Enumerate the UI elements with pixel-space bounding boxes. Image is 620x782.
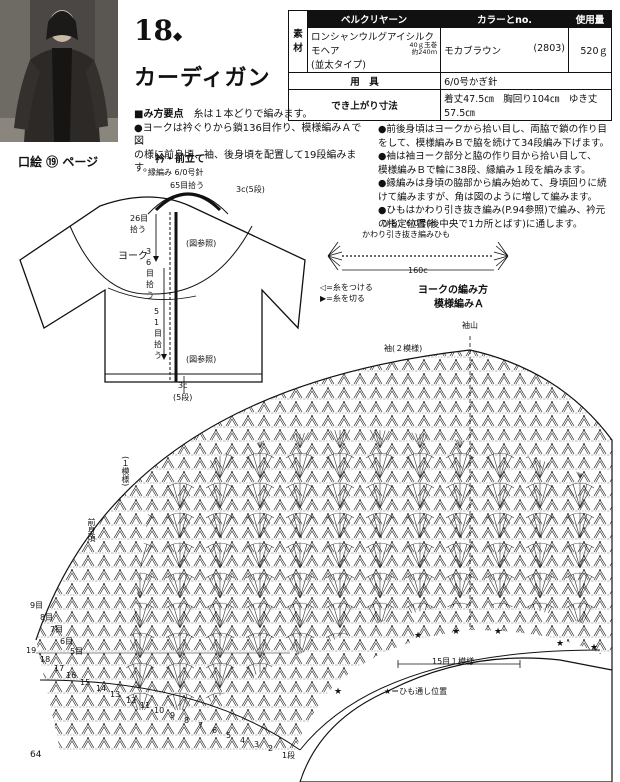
row-number-4: 4	[240, 736, 246, 745]
model-photo	[0, 0, 118, 142]
row-number-17: 17	[54, 664, 65, 673]
row-number-9: 9	[170, 711, 176, 720]
row-number-12: 12	[126, 696, 137, 705]
schematic-see-figure-2: (図参照)	[186, 355, 217, 364]
page-number: 64	[30, 750, 42, 760]
pattern-number: 18◆	[134, 14, 183, 47]
pattern-title: カーディガン	[134, 66, 271, 91]
yarn-name-2: (並太タイプ)	[311, 60, 366, 71]
material-label-2: 材	[293, 42, 303, 54]
tools-label: 用 具	[287, 72, 442, 90]
chart-subtitle: 模様編みＡ	[434, 299, 484, 310]
notes-right-line-8: の指定位置(後中央で1カ所とばす)に通します。	[378, 218, 583, 230]
notes-right-line-3: ●袖は袖ヨーク部分と脇の作り目から拾い目して、	[378, 151, 597, 162]
svg-text:★: ★	[414, 631, 422, 641]
chart-repeat-note: 15目１模様	[432, 657, 475, 666]
diamond-icon: ◆	[172, 29, 183, 43]
row-number-19: 19	[26, 646, 37, 655]
row-number-8: 8	[184, 716, 190, 725]
yarn-name-1: ロンシャンウルグアイシルクモヘア	[311, 32, 435, 57]
cord-legend-cut: ▶=糸を切る	[320, 294, 365, 303]
schematic-bottom-rows: (5段)	[173, 393, 193, 402]
chart-sleeve-label: 袖(２模様)	[384, 344, 423, 353]
row-number-3: 3	[254, 740, 260, 749]
notes-right: ●前後身頃はヨークから拾い目し、両脇で鎖の作り目 をして、模様編みＢで脇を続けて…	[378, 123, 614, 231]
notes-line-2: ●ヨークは衿ぐりから鎖136目作り、模様編みＡで図	[134, 122, 362, 148]
color-header: カラーとno.	[440, 10, 569, 28]
schematic-bottom-width: 3c	[178, 381, 188, 390]
spec-table: 素 材 ベルクリヤーン カラーとno. 使用量 ロンシャンウルグアイシルクモヘア…	[287, 10, 612, 121]
row-number-11: 11	[140, 701, 151, 710]
notes-right-line-2: をして、模様編みＢで脇を続けて34段編み下げます。	[378, 137, 610, 149]
color-cell: モカブラウン (2803)	[440, 27, 569, 73]
material-label-1: 素	[293, 28, 303, 40]
tools-value: 6/0号かぎ針	[440, 72, 612, 90]
cord-subtitle: かわり引き抜き編みひも	[362, 230, 450, 239]
schematic-yoke-label: ヨーク	[118, 251, 148, 262]
size-value: 着丈47.5㎝ 胸回り104㎝ ゆき丈57.5㎝	[440, 89, 612, 121]
notes-left: ■み方要点 糸は１本どりで編みます。 ●ヨークは衿ぐりから鎖136目作り、模様編…	[134, 108, 364, 176]
schematic-front-pick-36: 36目拾う	[146, 247, 154, 300]
yarn-header: ベルクリヤーン	[306, 10, 442, 28]
chart-title: ヨークの編み方	[418, 285, 488, 296]
svg-text:★: ★	[556, 639, 564, 649]
schematic-front-pick-51: 51目拾う	[154, 307, 162, 360]
garment-schematic	[19, 192, 306, 394]
notes-line-3: の様に前身頃、袖、後身頃を配置して19段編みます。	[134, 149, 357, 175]
schematic-neck-pick-a: 26目	[130, 214, 149, 223]
row-number-14: 14	[96, 684, 107, 693]
row-number-13: 13	[110, 690, 121, 699]
row-label-top-1: 8目	[40, 613, 54, 622]
color-number: (2803)	[533, 43, 565, 54]
cord-length: 160c	[408, 266, 428, 275]
svg-text:★: ★	[334, 687, 342, 697]
notes-right-line-5: ●縁編みは身頃の脇部から編み始めて、身頃回りに続	[378, 178, 607, 189]
usage-header: 使用量	[568, 10, 612, 28]
notes-heading: ■み方要点	[134, 109, 184, 120]
schematic-top-width: 3c(5段)	[236, 185, 265, 194]
yoke-crochet-chart: ★ ★ ★ ★ ★ ★	[35, 336, 613, 782]
amount-value: 520ｇ	[568, 27, 612, 73]
kuchie-reference: 口絵 ⑲ ページ	[18, 155, 99, 169]
row-number-16: 16	[66, 671, 77, 680]
row-number-1: 1段	[282, 751, 296, 760]
notes-line-1: 糸は１本どりで編みます。	[193, 109, 313, 120]
schematic-heading: 衿・前立て	[155, 154, 205, 165]
schematic-neck-pick-b: 拾う	[130, 225, 146, 234]
row-label-top-4: 5目	[70, 647, 84, 656]
yarn-length: 約240ｍ	[411, 48, 438, 56]
svg-text:★: ★	[590, 643, 598, 653]
schematic-edge-note: 縁編み 6/0号針	[148, 168, 204, 177]
model-photo-image	[0, 0, 118, 142]
schematic-collar-count: 65目拾う	[170, 181, 205, 190]
svg-text:★: ★	[452, 627, 460, 637]
row-number-6: 6	[212, 726, 218, 735]
row-number-5: 5	[226, 731, 232, 740]
row-number-15: 15	[80, 678, 91, 687]
cord-legend-attach: ◁=糸をつける	[320, 283, 373, 292]
row-number-7: 7	[198, 721, 204, 730]
notes-right-line-4: 模様編みＢで輪に38段、縁編み１段を編みます。	[378, 164, 591, 176]
schematic-see-figure-1: (図参照)	[186, 239, 217, 248]
notes-right-line-7: ●ひもはかわり引き抜き編み(P.94参照)で編み、衿元	[378, 205, 606, 216]
notes-right-line-6: けて編みますが、角は図のように増して編みます。	[378, 191, 598, 203]
svg-text:★: ★	[494, 627, 502, 637]
yarn-weight: 40ｇ玉巻	[409, 41, 438, 49]
color-name: モカブラウン	[444, 46, 502, 57]
chart-shoulder-label: 袖山	[462, 321, 478, 330]
yarn-cell: ロンシャンウルグアイシルクモヘア (並太タイプ) 40ｇ玉巻 約240ｍ	[306, 27, 442, 73]
chart-front-label: 前身頃	[87, 518, 96, 542]
row-number-2: 2	[268, 744, 274, 753]
notes-right-line-1: ●前後身頃はヨークから拾い目し、両脇で鎖の作り目	[378, 124, 608, 135]
row-label-top-2: 7目	[50, 625, 64, 634]
row-number-18: 18	[40, 655, 51, 664]
row-number-10: 10	[154, 706, 165, 715]
cord-title: ひも 6/0号針	[382, 219, 435, 228]
chart-front-reps: (１模様)	[121, 456, 130, 487]
size-label: でき上がり寸法	[287, 89, 442, 121]
cord-illustration	[327, 241, 509, 271]
row-label-top-3: 6目	[60, 637, 74, 646]
row-label-top-0: 9目	[30, 601, 44, 610]
chart-cord-position-note: ★＝ひも通し位置	[384, 687, 448, 696]
